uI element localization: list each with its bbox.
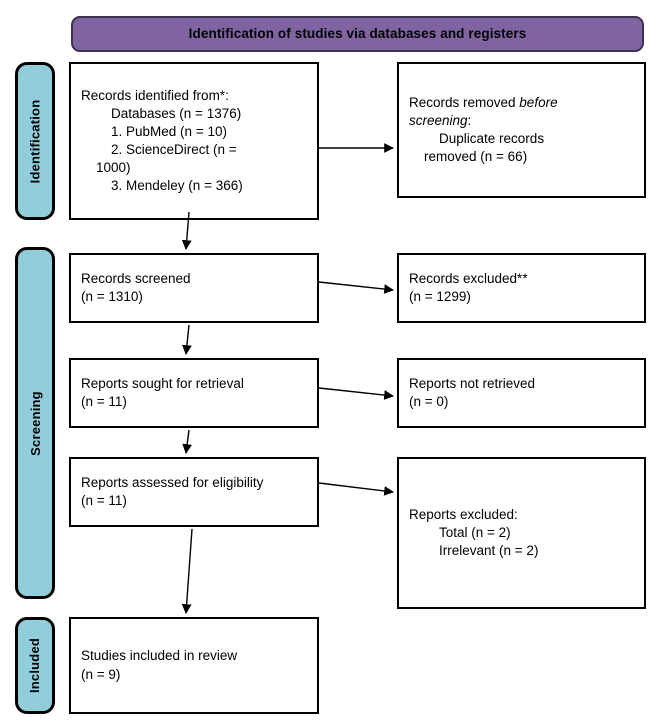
stage-label-included: Included — [15, 617, 55, 714]
stage-label-screening: Screening — [15, 247, 55, 599]
box-records-excluded: Records excluded** (n = 1299) — [397, 253, 646, 323]
box-reports-excluded: Reports excluded: Total (n = 2) Irreleva… — [397, 457, 646, 609]
removed-line3: Duplicate records removed (n = 66) — [424, 131, 545, 165]
box-reports-not-retrieved: Reports not retrieved (n = 0) — [397, 358, 646, 428]
arrow-sought-to-assessed — [182, 429, 192, 454]
box-records-excluded-text: Records excluded** (n = 1299) — [409, 270, 528, 304]
removed-italic-before: before — [519, 94, 558, 110]
arrow-assessed-to-included — [181, 528, 193, 614]
box-reports-sought-text: Reports sought for retrieval (n = 11) — [81, 375, 244, 409]
box-reports-not-retrieved-text: Reports not retrieved (n = 0) — [409, 375, 536, 409]
stage-label-identification: Identification — [15, 62, 55, 220]
box-studies-included-text: Studies included in review (n = 9) — [81, 648, 238, 682]
stage-label-screening-text: Screening — [27, 390, 43, 456]
arrow-screened-to-sought — [182, 324, 192, 355]
arrow-sought-to-not-retrieved — [318, 387, 394, 400]
removed-italic-screening: screening — [409, 112, 468, 128]
stage-label-included-text: Included — [27, 637, 43, 694]
box-reports-assessed: Reports assessed for eligibility (n = 11… — [69, 457, 319, 527]
box-records-screened-text: Records screened (n = 1310) — [81, 270, 191, 304]
removed-colon: : — [467, 112, 472, 128]
box-reports-excluded-text: Reports excluded: Total (n = 2) Irreleva… — [409, 506, 539, 559]
arrow-screened-to-excluded — [318, 281, 394, 294]
identification-banner: Identification of studies via databases … — [71, 16, 644, 52]
box-reports-sought: Reports sought for retrieval (n = 11) — [69, 358, 319, 428]
box-records-removed: Records removed before screening: Duplic… — [397, 62, 646, 198]
box-records-screened: Records screened (n = 1310) — [69, 253, 319, 323]
box-studies-included: Studies included in review (n = 9) — [69, 617, 319, 714]
box-reports-assessed-text: Reports assessed for eligibility (n = 11… — [81, 474, 264, 508]
arrow-assessed-to-reports-excluded — [318, 482, 394, 496]
box-records-identified: Records identified from*: Databases (n =… — [69, 62, 319, 220]
stage-label-identification-text: Identification — [27, 99, 43, 183]
banner-title: Identification of studies via databases … — [188, 25, 527, 41]
box-records-removed-text: Records removed before screening: Duplic… — [399, 94, 644, 166]
box-records-identified-text: Records identified from*: Databases (n =… — [81, 87, 243, 194]
removed-line1: Records removed — [409, 94, 520, 110]
